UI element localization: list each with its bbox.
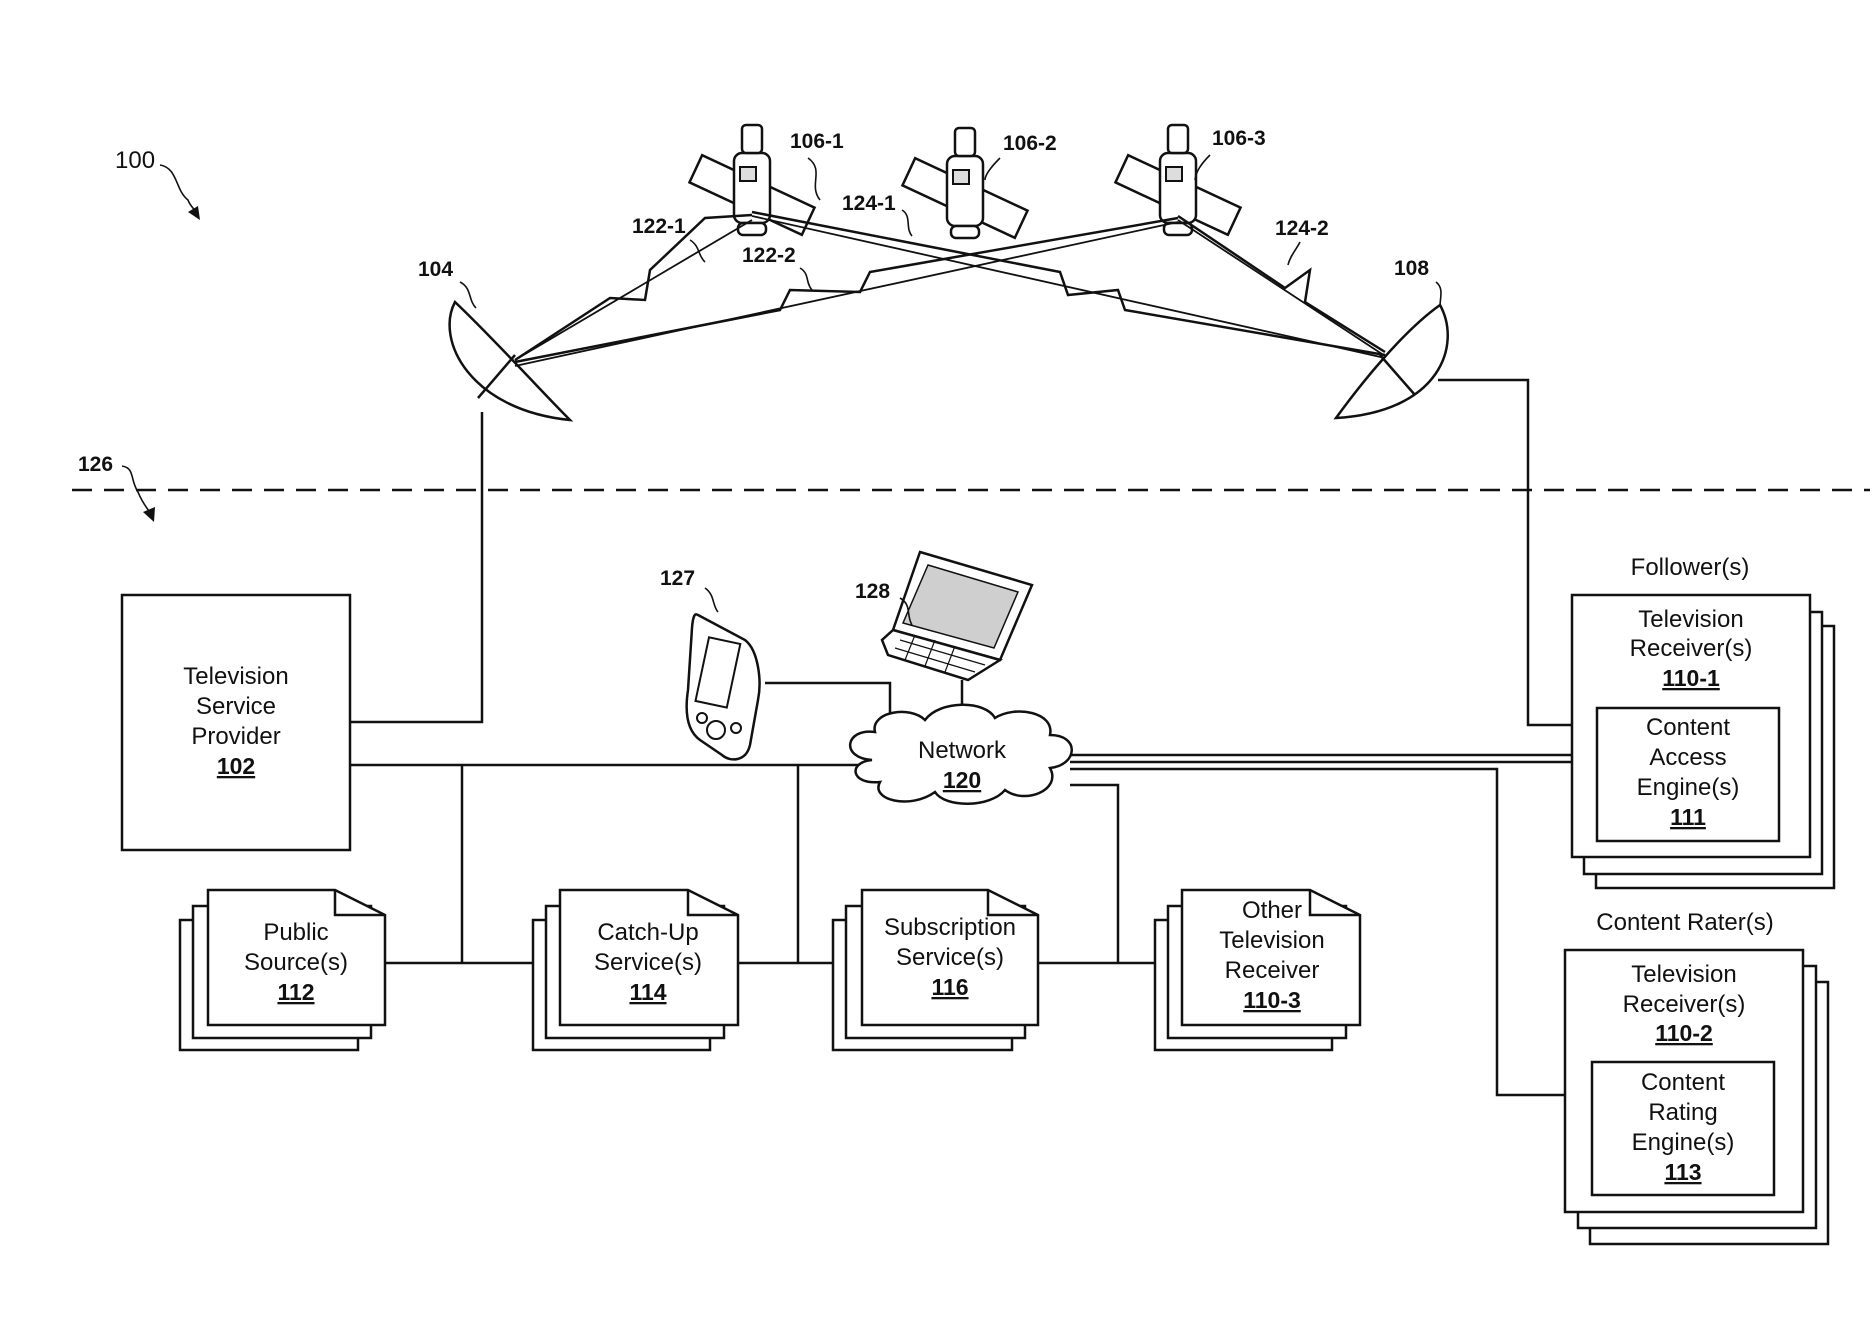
engine-number: 113 — [1664, 1159, 1701, 1185]
television-service-provider: Television Service Provider 102 — [122, 595, 350, 850]
network-cloud: Network 120 — [850, 705, 1072, 804]
figure-ref-arrow — [160, 165, 198, 214]
engine-line2: Rating — [1648, 1099, 1717, 1126]
satellite-ref-106-2: 106-2 — [1003, 132, 1057, 155]
raters-group-label: Content Rater(s) — [1596, 909, 1773, 936]
source-number: 116 — [931, 974, 968, 1000]
receiver-number: 110-1 — [1662, 665, 1720, 691]
source-number: 114 — [629, 979, 666, 1005]
handheld-device — [687, 614, 760, 759]
public-sources: Public Source(s) 112 — [180, 890, 385, 1050]
satellite-ref-leader-106-1 — [808, 158, 820, 200]
network-label: Network — [918, 737, 1007, 764]
engine-line1: Content — [1646, 714, 1730, 741]
source-line1: Catch-Up — [597, 919, 698, 946]
provider-line2: Service — [196, 693, 276, 720]
follower-receivers: Television Receiver(s) 110-1 Content Acc… — [1572, 595, 1834, 888]
provider-number: 102 — [217, 753, 255, 779]
laptop-ref: 128 — [855, 580, 890, 603]
connector-dish104-provider — [350, 412, 482, 722]
engine-line3: Engine(s) — [1632, 1129, 1735, 1156]
rater-receivers: Television Receiver(s) 110-2 Content Rat… — [1565, 950, 1828, 1244]
source-number: 110-3 — [1243, 987, 1301, 1013]
connector-handheld-network — [765, 683, 890, 735]
source-line2: Service(s) — [594, 949, 702, 976]
handheld-button-small — [697, 713, 707, 723]
source-line2: Source(s) — [244, 949, 348, 976]
satellite-ref-106-3: 106-3 — [1212, 127, 1266, 150]
network-number: 120 — [943, 767, 981, 793]
source-line1: Other — [1242, 897, 1302, 924]
connector-network-other — [1070, 785, 1118, 963]
source-line2: Service(s) — [896, 944, 1004, 971]
dish-icon — [1336, 305, 1448, 418]
connector-dish108-followers — [1438, 380, 1572, 725]
boundary-ref-label: 126 — [78, 453, 113, 476]
engine-line2: Access — [1649, 744, 1726, 771]
provider-line3: Provider — [191, 723, 280, 750]
followers-group-label: Follower(s) — [1631, 554, 1750, 581]
source-line1: Subscription — [884, 914, 1016, 941]
other-television-receiver: Other Television Receiver 110-3 — [1155, 890, 1360, 1050]
source-line1: Public — [263, 919, 328, 946]
engine-line1: Content — [1641, 1069, 1725, 1096]
source-number: 112 — [277, 979, 314, 1005]
engine-line3: Engine(s) — [1637, 774, 1740, 801]
handheld-button-small — [731, 723, 741, 733]
link-ref-122-1: 122-1 — [632, 215, 686, 238]
satellite-ref-106-1: 106-1 — [790, 130, 844, 153]
dish-ref-leader-108 — [1436, 282, 1441, 306]
link-ref-122-2: 122-2 — [742, 244, 796, 267]
catch-up-services: Catch-Up Service(s) 114 — [533, 890, 738, 1050]
dish-ref-108: 108 — [1394, 257, 1429, 280]
subscription-services: Subscription Service(s) 116 — [833, 890, 1038, 1050]
handheld-ref: 127 — [660, 567, 695, 590]
provider-line1: Television — [183, 663, 288, 690]
dish-ref-104: 104 — [418, 258, 453, 281]
boundary-ref-arrowhead — [143, 507, 155, 522]
laptop-device — [882, 552, 1032, 680]
link-ref-leader-124-2 — [1288, 242, 1300, 265]
receiver-line1: Television — [1638, 606, 1743, 633]
link-ref-124-2: 124-2 — [1275, 217, 1329, 240]
dish-104 — [450, 302, 570, 420]
link-ref-leader-122-2 — [800, 268, 812, 290]
handheld-button — [707, 721, 725, 739]
dish-108 — [1336, 305, 1448, 418]
link-ref-124-1: 124-1 — [842, 192, 896, 215]
link-ref-leader-122-1 — [690, 240, 705, 262]
satellite-ref-leader-106-2 — [985, 158, 1000, 180]
figure-ref-label: 100 — [115, 147, 155, 174]
link-ref-leader-124-1 — [902, 210, 912, 236]
engine-number: 111 — [1670, 804, 1706, 830]
source-line3: Receiver — [1225, 957, 1320, 984]
handheld-ref-leader — [705, 588, 718, 612]
receiver-number: 110-2 — [1655, 1020, 1713, 1046]
receiver-line1: Television — [1631, 961, 1736, 988]
source-line2: Television — [1219, 927, 1324, 954]
dish-ref-leader-104 — [460, 282, 476, 308]
receiver-line2: Receiver(s) — [1623, 991, 1746, 1018]
receiver-line2: Receiver(s) — [1630, 635, 1753, 662]
